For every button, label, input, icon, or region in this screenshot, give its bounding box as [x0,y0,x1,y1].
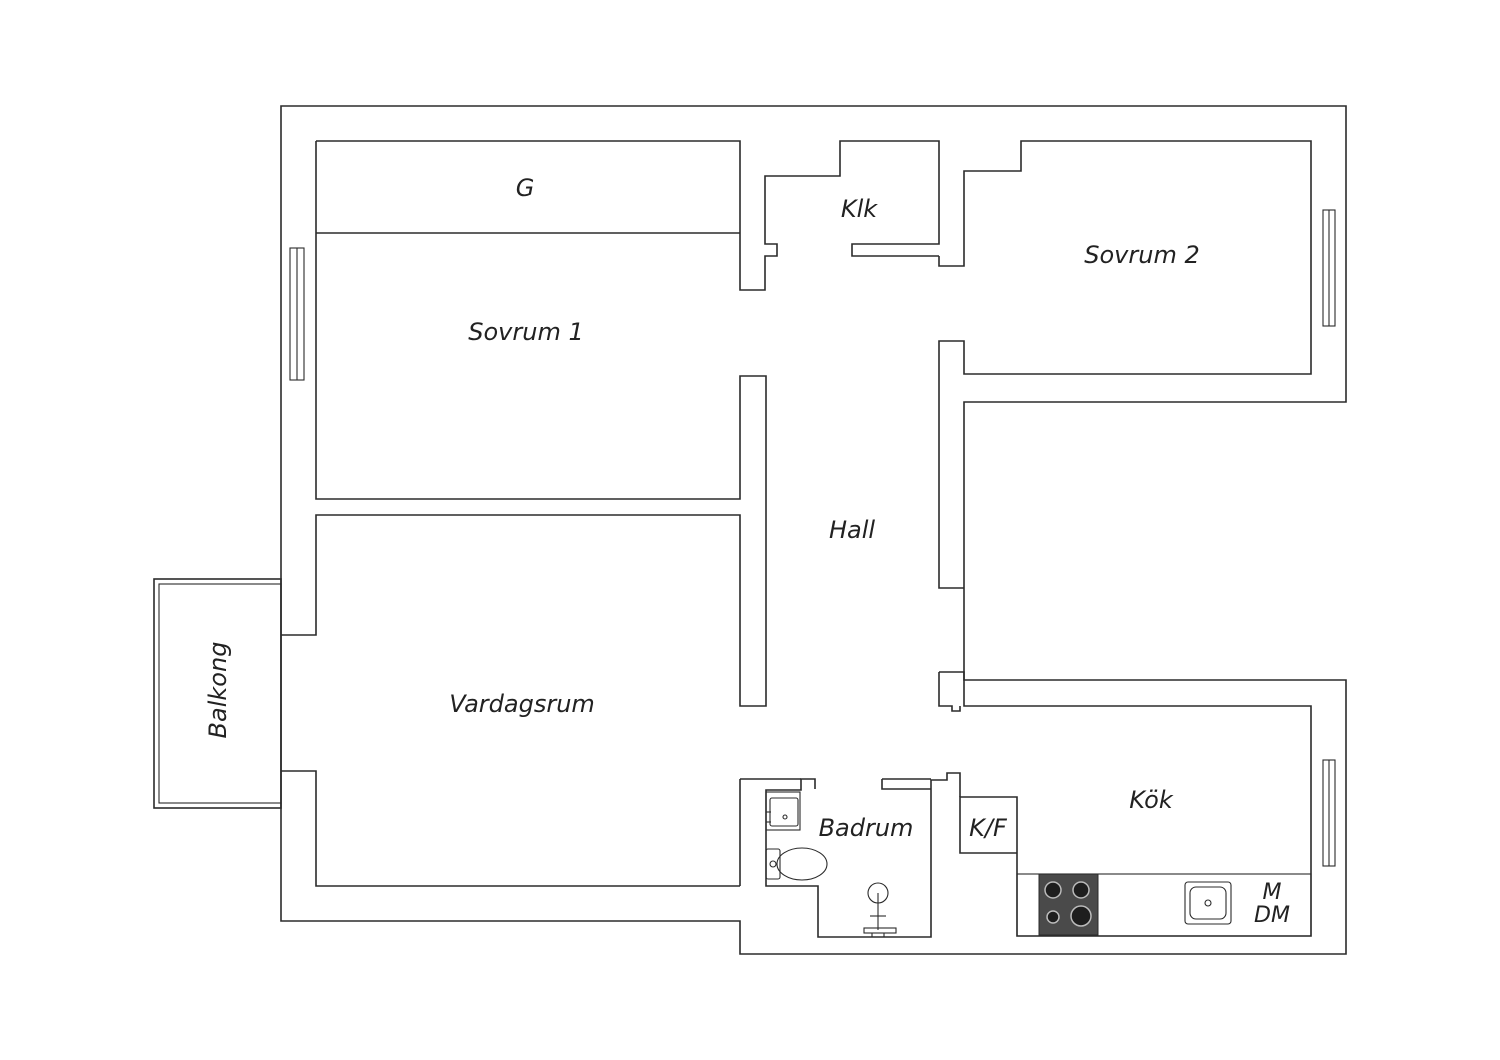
outer-wall [280,105,1347,955]
window-east-sovrum2 [1322,209,1336,327]
room-label-kf: K/F [969,814,1008,842]
room-label-badrum: Badrum [819,814,914,842]
room-label-g: G [516,174,535,202]
kitchen-counter [1016,873,1312,937]
wall-kok [939,671,1312,937]
room-label-balkong: Balkong [204,642,232,739]
wall-kok-left [765,772,961,938]
bathroom-sink-icon [765,791,801,831]
shower-icon [863,882,897,937]
appliance-label-m: M [1263,880,1282,905]
window-west [289,247,305,381]
room-label-sovrum2: Sovrum 2 [1084,241,1199,269]
stove-icon [1038,873,1099,936]
kitchen-sink-icon [1184,881,1232,925]
wall-sovrum1-left [281,141,767,707]
room-label-sovrum1: Sovrum 1 [468,318,583,346]
wall-sovrum2 [938,140,1312,589]
room-label-hall: Hall [829,516,875,544]
room-label-kok: Kök [1129,786,1174,814]
wall-vardagsrum [281,770,740,887]
wall-kok-entry [938,672,961,712]
balcony-inner [158,583,282,804]
room-label-vardagsrum: Vardagsrum [449,690,595,718]
window-east-kok [1322,759,1336,867]
toilet-icon [765,847,828,881]
appliance-label-dm: DM [1254,903,1290,928]
wall-badrum-top [740,778,931,790]
room-label-klk: Klk [841,195,878,223]
wall-sovrum1 [316,140,940,291]
